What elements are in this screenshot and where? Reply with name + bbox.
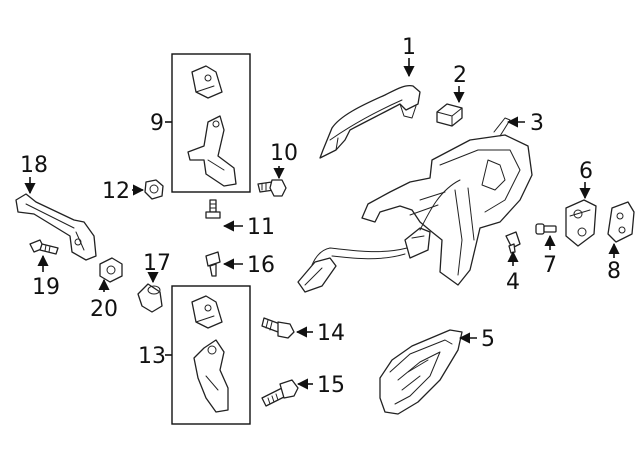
- bolt-10: [257, 179, 287, 197]
- callout-18: 18: [20, 153, 48, 178]
- clip-16: [205, 251, 221, 277]
- callout-5: 5: [481, 327, 495, 352]
- kit-box-9: [171, 53, 251, 193]
- callout-8: 8: [607, 259, 621, 284]
- outside-handle: [319, 84, 421, 159]
- callout-1: 1: [402, 35, 416, 60]
- callout-numbers: 1 2 3 4 5 6 7 8 9 10 11 12 13 14 15 16 1…: [20, 35, 621, 398]
- inside-handle: [379, 329, 463, 415]
- callout-14: 14: [317, 321, 345, 346]
- callout-17: 17: [143, 251, 171, 276]
- callout-6: 6: [579, 159, 593, 184]
- callout-12: 12: [102, 179, 130, 204]
- nut-20: [99, 257, 123, 283]
- callout-16: 16: [247, 253, 275, 278]
- callout-19: 19: [32, 275, 60, 300]
- handle-clip: [436, 103, 463, 127]
- callout-10: 10: [270, 141, 298, 166]
- callout-3: 3: [530, 111, 544, 136]
- callout-15: 15: [317, 373, 345, 398]
- callout-4: 4: [506, 270, 520, 295]
- callout-9: 9: [150, 111, 164, 136]
- leader-lines: [24, 58, 620, 390]
- stud-11: [205, 199, 221, 219]
- nut-12: [144, 179, 164, 200]
- bracket-lower-9: [187, 115, 237, 187]
- callout-13: 13: [138, 344, 166, 369]
- striker-pin: [535, 223, 557, 235]
- callout-2: 2: [453, 63, 467, 88]
- bolt-15: [261, 379, 299, 407]
- bracket-upper-13: [191, 295, 223, 329]
- bolt-14: [261, 317, 295, 339]
- callout-20: 20: [90, 297, 118, 322]
- bracket-upper-9: [191, 65, 223, 99]
- latch-assembly: [297, 117, 533, 293]
- bracket-lower-13: [193, 339, 229, 413]
- door-check-strap: [15, 193, 97, 261]
- callout-7: 7: [543, 253, 557, 278]
- door-striker: [565, 199, 597, 247]
- callout-11: 11: [247, 215, 275, 240]
- cap-17: [137, 283, 163, 313]
- striker-plate: [607, 201, 635, 243]
- latch-bolt: [505, 231, 521, 254]
- bolt-19: [29, 239, 59, 255]
